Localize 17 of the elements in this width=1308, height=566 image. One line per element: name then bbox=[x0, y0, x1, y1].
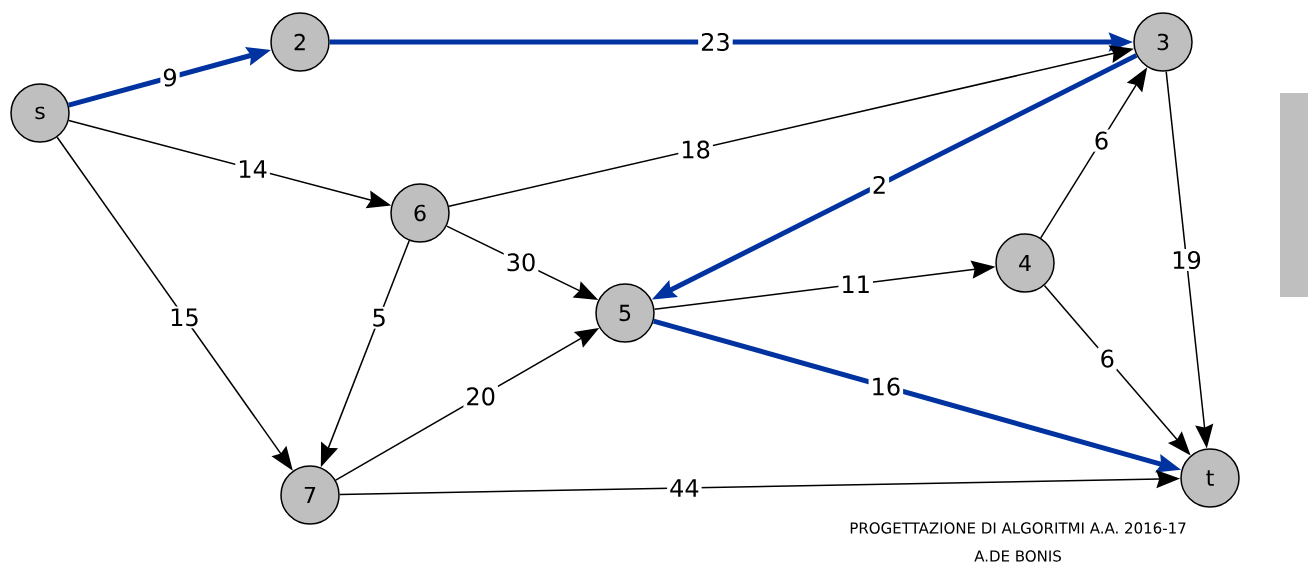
edge-label: 15 bbox=[171, 308, 198, 327]
edge-label: 30 bbox=[507, 253, 535, 272]
edge-label: 18 bbox=[682, 140, 710, 159]
edge-label: 20 bbox=[467, 387, 495, 406]
edge-label: 2 bbox=[873, 175, 885, 194]
edge-label: 16 bbox=[873, 377, 900, 396]
footer-text: PROGETTAZIONE DI ALGORITMI A.A. 2016-17 bbox=[850, 522, 1186, 534]
edge-label: 5 bbox=[373, 308, 385, 327]
edge-label: 6 bbox=[1095, 131, 1108, 150]
edge-label: 44 bbox=[670, 479, 699, 497]
edge-label: 9 bbox=[163, 68, 176, 87]
footer-text: A.DE BONIS bbox=[974, 550, 1061, 562]
edge-label: 14 bbox=[239, 160, 267, 178]
edge-label: 19 bbox=[1173, 250, 1201, 270]
edge-label: 23 bbox=[701, 32, 729, 52]
edge-label: 11 bbox=[843, 275, 869, 293]
edge-label: 6 bbox=[1101, 349, 1114, 368]
